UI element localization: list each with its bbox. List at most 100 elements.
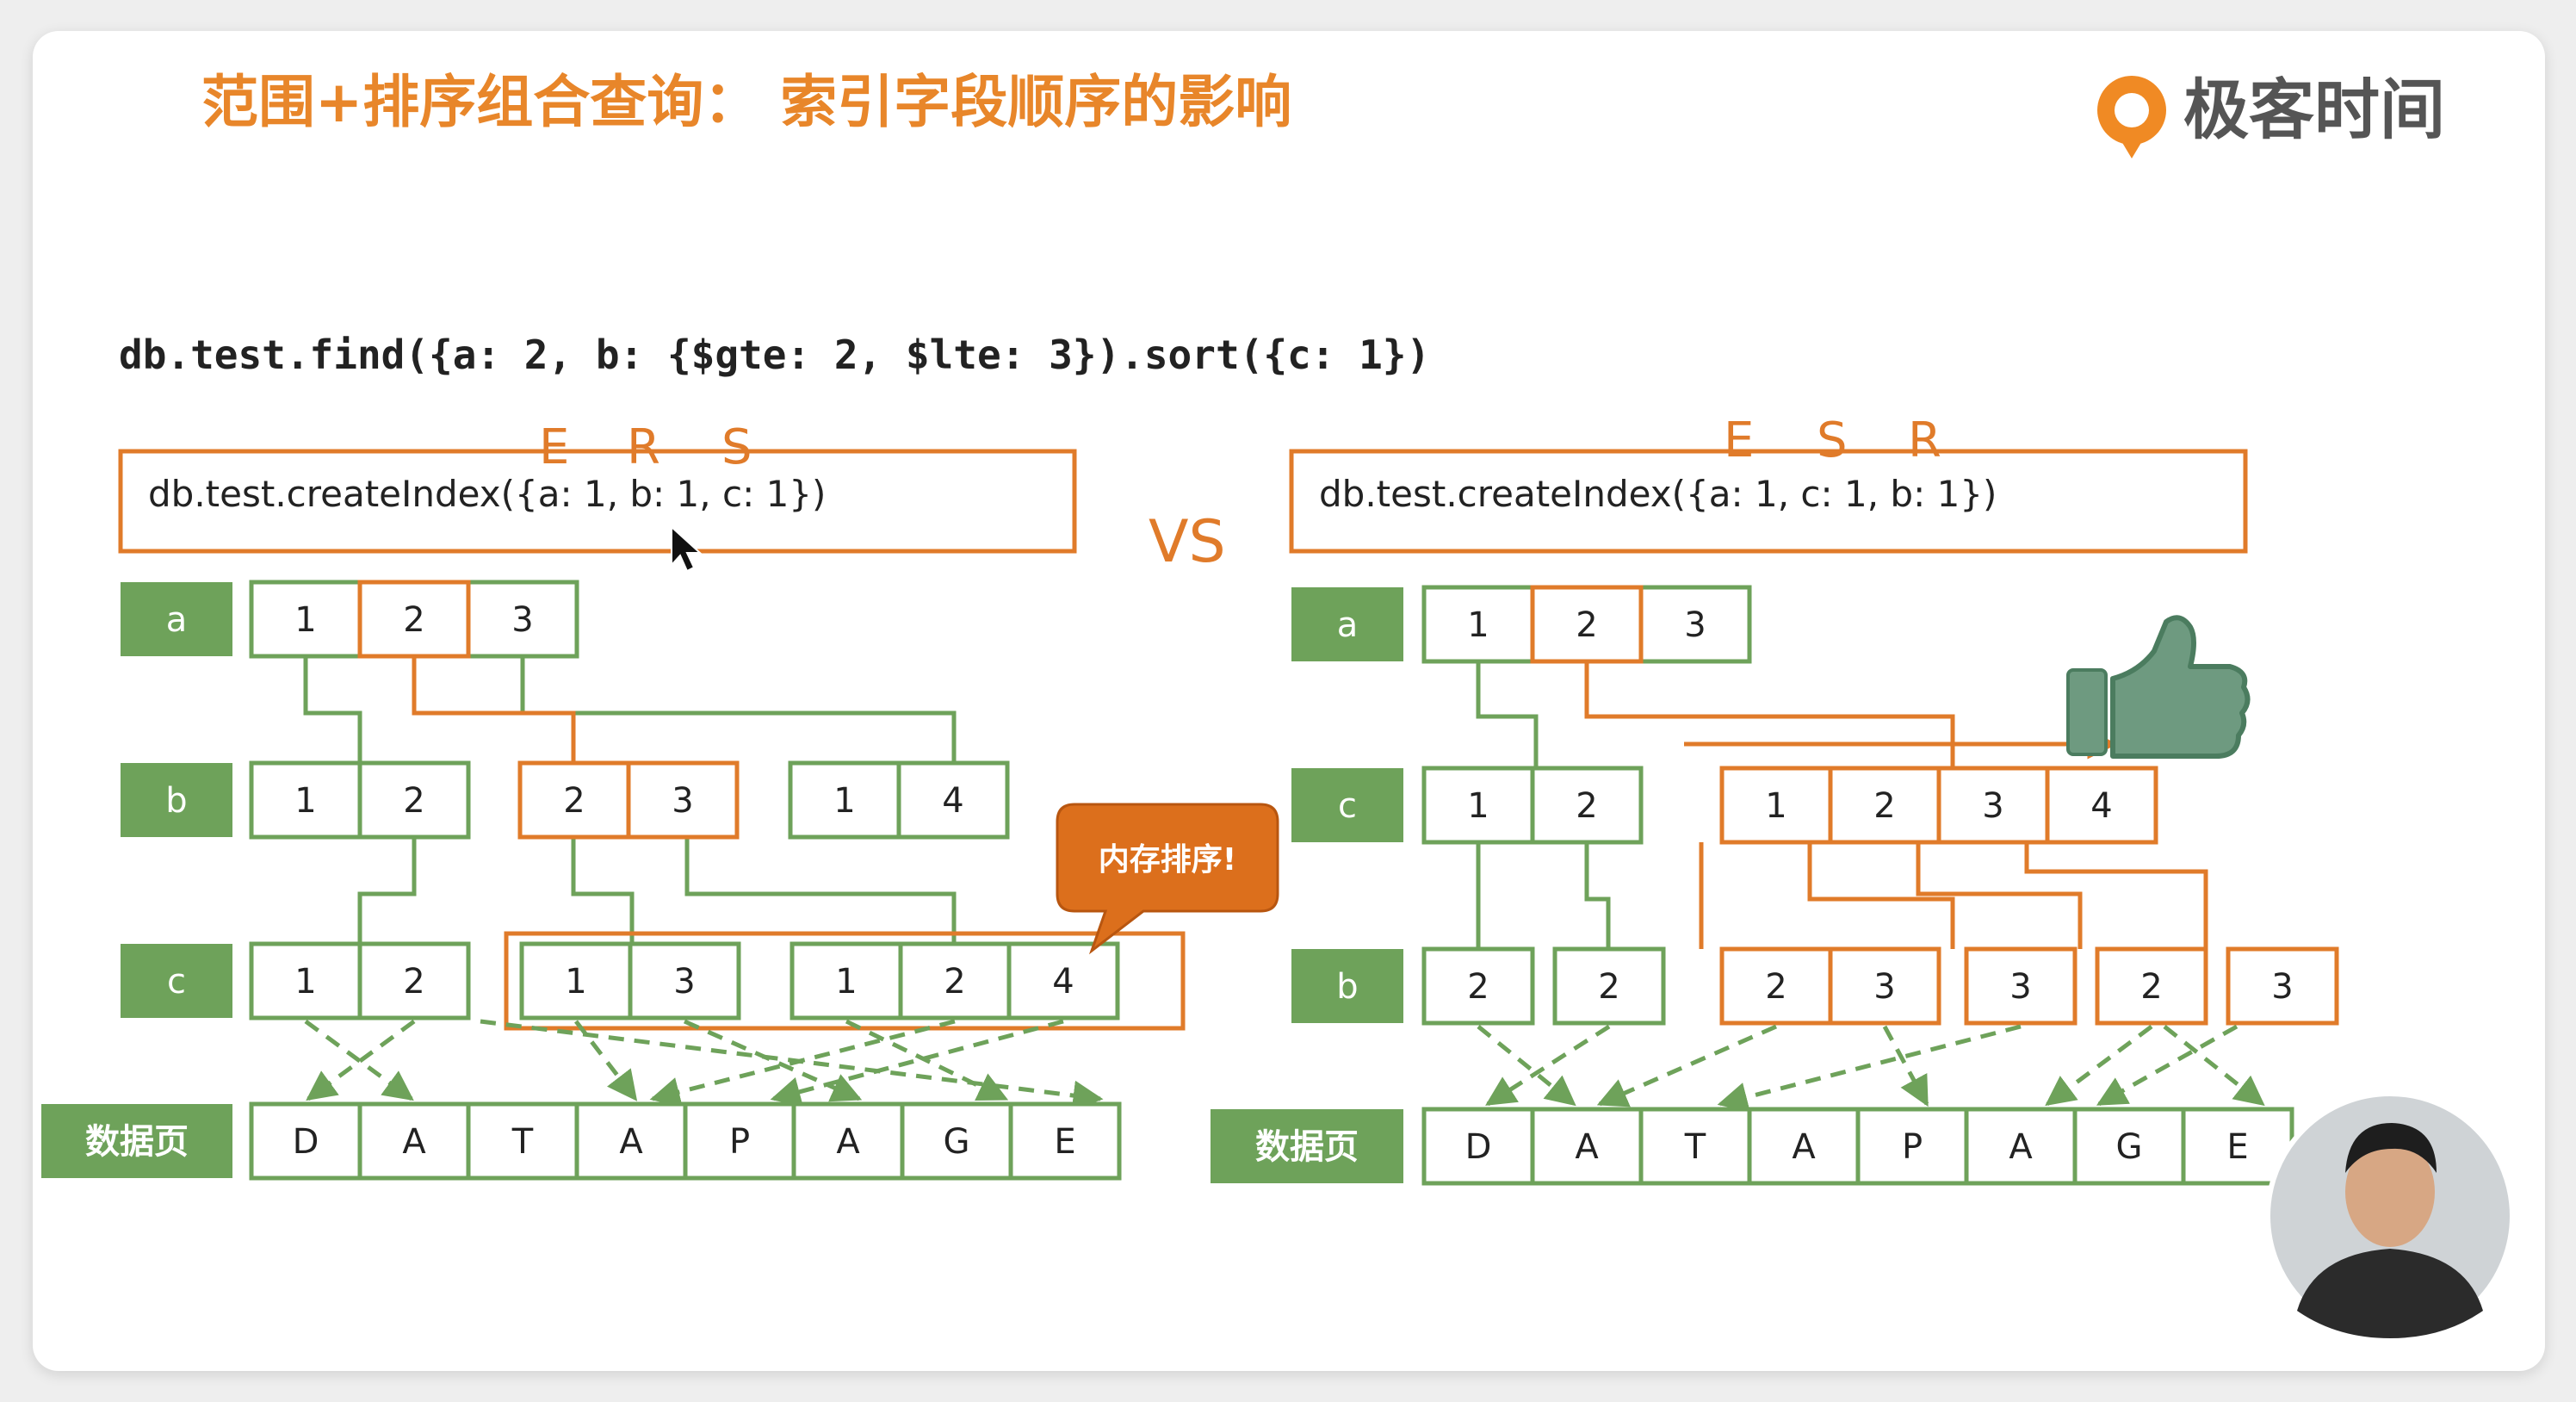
svg-text:1: 1 <box>835 962 857 1002</box>
right-row-c: 1 2 1 2 3 4 <box>1421 766 2158 845</box>
left-ers-r: R <box>627 419 660 475</box>
in-memory-sort-callout: 内存排序! <box>1056 803 1279 955</box>
query-code: db.test.find({a: 2, b: {$gte: 2, $lte: 3… <box>119 332 1430 378</box>
left-data-pages: D A T A P A G E <box>249 1101 1122 1181</box>
right-label-b: b <box>1291 949 1403 1023</box>
svg-text:E: E <box>1054 1122 1075 1162</box>
left-row-c: 1 2 1 3 1 2 4 <box>249 931 1186 1031</box>
svg-text:A: A <box>619 1122 643 1162</box>
svg-text:3: 3 <box>2009 967 2031 1007</box>
svg-text:1: 1 <box>833 781 855 821</box>
index-order-diagram: 范围+排序组合查询： 索引字段顺序的影响 极客时间 db.test.find({… <box>41 69 2515 1341</box>
svg-text:2: 2 <box>1765 967 1786 1007</box>
svg-text:2: 2 <box>403 781 424 821</box>
svg-text:A: A <box>1792 1127 1816 1167</box>
svg-text:a: a <box>166 600 188 640</box>
svg-text:2: 2 <box>944 962 965 1002</box>
slide: 范围+排序组合查询： 索引字段顺序的影响 极客时间 db.test.find({… <box>33 31 2545 1371</box>
svg-text:1: 1 <box>1467 786 1489 826</box>
left-label-c: c <box>121 944 232 1018</box>
right-panel: E S R db.test.createIndex({a: 1, c: 1, b… <box>1211 413 2339 1186</box>
svg-text:2: 2 <box>2140 967 2162 1007</box>
left-row-b: 1 2 2 3 1 4 <box>249 760 1010 840</box>
vs-label: VS <box>1149 508 1226 576</box>
right-row-a: 1 3 2 <box>1421 585 1752 664</box>
svg-text:2: 2 <box>1576 786 1597 826</box>
presenter-avatar <box>2297 1123 2483 1338</box>
mouse-cursor-icon <box>671 524 703 573</box>
svg-text:2: 2 <box>563 781 585 821</box>
svg-text:2: 2 <box>1467 967 1489 1007</box>
left-index-box <box>118 449 1077 554</box>
left-index-command: db.test.createIndex({a: 1, b: 1, c: 1}) <box>148 473 826 515</box>
left-label-data-page: 数据页 <box>41 1104 232 1178</box>
svg-text:A: A <box>402 1122 426 1162</box>
svg-text:T: T <box>1684 1127 1706 1167</box>
svg-text:2: 2 <box>403 600 424 640</box>
svg-text:1: 1 <box>1467 605 1489 645</box>
left-ers-e: E <box>539 419 569 475</box>
left-label-a: a <box>121 582 232 656</box>
presenter-webcam <box>2265 1091 2515 1341</box>
right-row-b: 2 2 2 3 3 2 3 <box>1421 946 2339 1026</box>
right-ers-e: E <box>1724 413 1754 468</box>
svg-text:c: c <box>167 962 186 1002</box>
left-a-cell <box>466 580 579 659</box>
svg-text:E: E <box>2226 1127 2248 1167</box>
callout-text: 内存排序! <box>1099 842 1236 878</box>
left-a-cell <box>249 580 362 659</box>
right-data-pages: D A T A P A G E <box>1421 1107 2294 1186</box>
svg-text:D: D <box>1465 1127 1492 1167</box>
left-ers-s: S <box>721 419 752 475</box>
svg-text:3: 3 <box>1684 605 1706 645</box>
right-label-data-page: 数据页 <box>1211 1109 1403 1183</box>
geektime-logo-icon <box>2097 76 2166 158</box>
svg-text:1: 1 <box>565 962 586 1002</box>
slide-title: 范围+排序组合查询： 索引字段顺序的影响 <box>201 69 1291 135</box>
svg-text:4: 4 <box>2090 786 2112 826</box>
svg-text:1: 1 <box>294 600 316 640</box>
right-label-c: c <box>1291 768 1403 842</box>
svg-text:3: 3 <box>672 781 693 821</box>
svg-text:A: A <box>2009 1127 2033 1167</box>
svg-text:4: 4 <box>1052 962 1074 1002</box>
svg-text:1: 1 <box>294 781 316 821</box>
left-row-a: 1 3 2 <box>249 580 579 659</box>
in-memory-sort-range-box <box>504 931 1186 1031</box>
svg-text:c: c <box>1338 786 1357 826</box>
right-ers-r: R <box>1908 413 1941 468</box>
svg-text:P: P <box>729 1122 750 1162</box>
svg-text:2: 2 <box>1598 967 1619 1007</box>
left-panel: E R S db.test.createIndex({a: 1, b: 1, c… <box>41 419 1279 1181</box>
svg-text:P: P <box>1902 1127 1923 1167</box>
svg-text:b: b <box>1336 967 1358 1007</box>
svg-text:A: A <box>1575 1127 1599 1167</box>
svg-text:3: 3 <box>1873 967 1895 1007</box>
svg-text:3: 3 <box>2271 967 2293 1007</box>
svg-text:2: 2 <box>1576 605 1597 645</box>
svg-text:3: 3 <box>673 962 695 1002</box>
right-index-box <box>1289 449 2248 554</box>
brand-logo: 极客时间 <box>2097 71 2445 158</box>
brand-name: 极客时间 <box>2183 71 2445 148</box>
left-data-pointers <box>304 1019 1104 1111</box>
svg-text:2: 2 <box>1873 786 1895 826</box>
svg-text:G: G <box>944 1122 970 1162</box>
right-ers-s: S <box>1817 413 1848 468</box>
svg-text:1: 1 <box>1765 786 1786 826</box>
svg-text:A: A <box>836 1122 860 1162</box>
svg-text:G: G <box>2116 1127 2143 1167</box>
right-data-pointers <box>1477 1024 2265 1113</box>
svg-text:3: 3 <box>511 600 533 640</box>
thumbs-up-icon <box>2066 615 2251 759</box>
right-index-command: db.test.createIndex({a: 1, c: 1, b: 1}) <box>1319 473 1997 515</box>
right-label-a: a <box>1291 587 1403 661</box>
left-label-b: b <box>121 763 232 837</box>
svg-text:3: 3 <box>1982 786 2003 826</box>
svg-text:数据页: 数据页 <box>1255 1127 1359 1167</box>
svg-text:2: 2 <box>403 962 424 1002</box>
svg-text:4: 4 <box>942 781 963 821</box>
svg-text:T: T <box>511 1122 534 1162</box>
svg-text:数据页: 数据页 <box>85 1122 189 1162</box>
svg-text:1: 1 <box>294 962 316 1002</box>
